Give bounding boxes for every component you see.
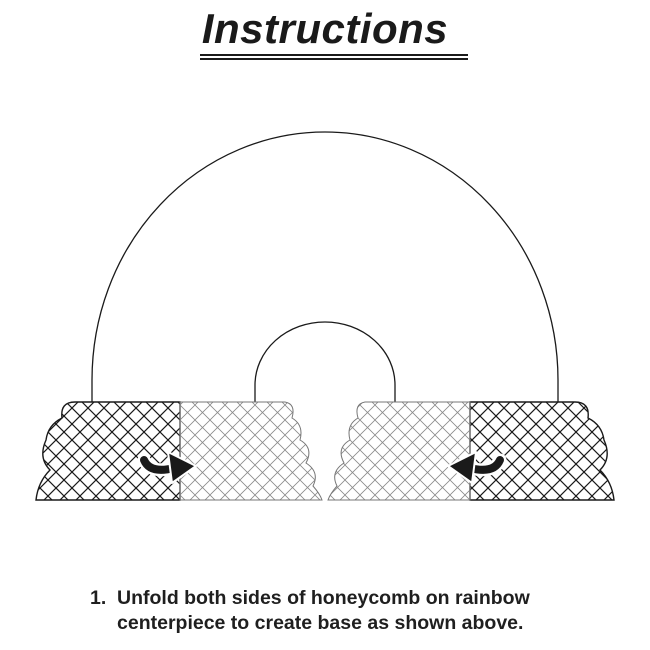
- rainbow-arch: [91, 131, 559, 402]
- rainbow-inner-arch: [254, 321, 396, 402]
- honeycomb-left-inner: [179, 401, 323, 501]
- arrow-left-unfold: [137, 451, 197, 484]
- honeycomb-right-inner: [327, 401, 471, 501]
- step-number: 1.: [90, 587, 107, 609]
- step-text: Unfold both sides of honeycomb on rainbo…: [117, 587, 530, 634]
- title-underline-top: [200, 54, 468, 56]
- page-title: Instructions: [201, 5, 449, 52]
- title-underline-bottom: [200, 58, 468, 60]
- title-block: Instructions: [0, 4, 650, 54]
- arrow-right-unfold: [447, 451, 507, 484]
- honeycomb-right-outer: [469, 401, 615, 501]
- honeycomb-left-outer: [35, 401, 181, 501]
